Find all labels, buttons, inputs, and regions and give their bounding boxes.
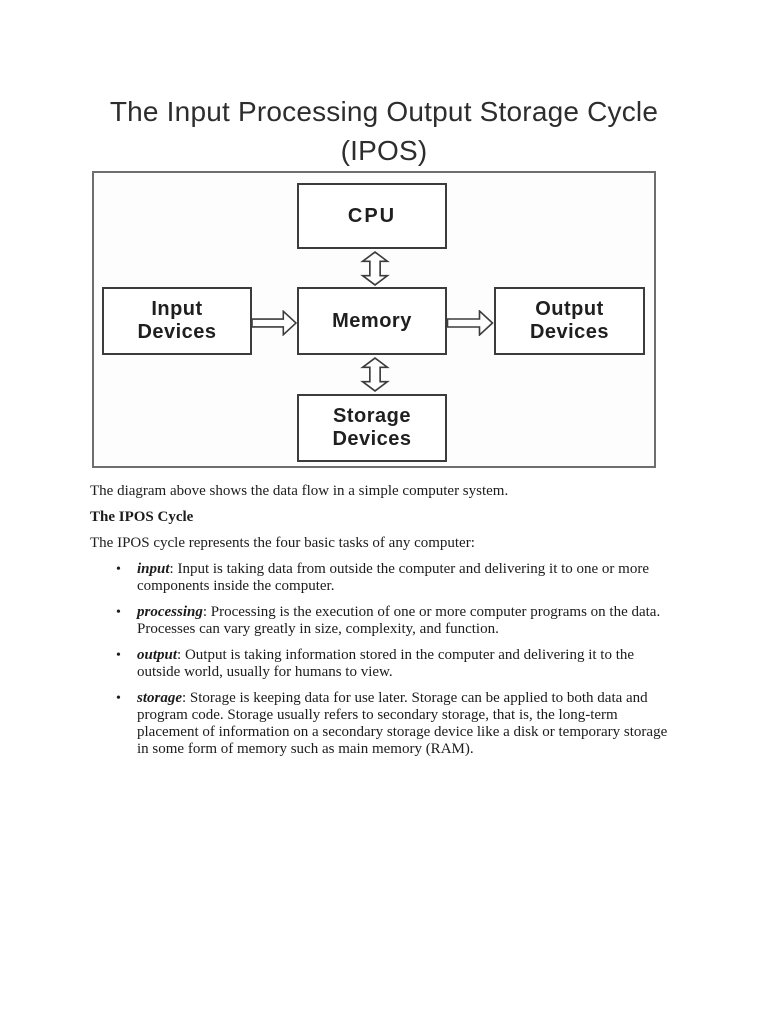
input-to-memory-arrow-icon (252, 310, 297, 336)
bullet-term: processing (137, 604, 203, 620)
ipos-bullet-list: input: Input is taking data from outside… (90, 561, 680, 758)
bullet-text: : Storage is keeping data for use later.… (137, 690, 668, 757)
cpu-label: CPU (347, 204, 397, 227)
bullet-term: input (137, 561, 170, 577)
memory-to-output-arrow-icon (447, 310, 494, 336)
page-title-line1: The Input Processing Output Storage Cycl… (109, 96, 659, 127)
intro-paragraph: The IPOS cycle represents the four basic… (90, 535, 475, 551)
list-item-output: output: Output is taking information sto… (90, 647, 680, 681)
bullet-text: : Input is taking data from outside the … (137, 561, 649, 594)
output-devices-label: Output Devices (529, 298, 610, 343)
diagram-node-storage-devices: Storage Devices (297, 394, 447, 462)
bullet-term: storage (137, 690, 182, 706)
storage-devices-label: Storage Devices (332, 405, 412, 450)
memory-label: Memory (332, 309, 412, 332)
bullet-term: output (137, 647, 178, 663)
list-item-input: input: Input is taking data from outside… (90, 561, 680, 595)
cpu-memory-double-arrow-icon (360, 251, 390, 286)
input-devices-label: Input Devices (137, 298, 217, 343)
bullet-text: : Output is taking information stored in… (137, 647, 635, 680)
section-heading: The IPOS Cycle (90, 509, 194, 525)
list-item-storage: storage: Storage is keeping data for use… (90, 690, 680, 758)
list-item-processing: processing: Processing is the execution … (90, 604, 680, 638)
page-title: The Input Processing Output Storage Cycl… (40, 92, 728, 170)
bullet-text: : Processing is the execution of one or … (137, 604, 661, 637)
page-title-line2: (IPOS) (340, 135, 428, 166)
diagram-node-memory: Memory (297, 287, 447, 355)
diagram-node-cpu: CPU (297, 183, 447, 249)
diagram-caption: The diagram above shows the data flow in… (90, 483, 509, 499)
diagram-node-input-devices: Input Devices (102, 287, 252, 355)
body-text: The diagram above shows the data flow in… (0, 483, 768, 758)
memory-storage-double-arrow-icon (360, 357, 390, 392)
diagram-node-output-devices: Output Devices (494, 287, 645, 355)
ipos-diagram: CPU Input Devices Memory Output Devices … (92, 171, 656, 468)
